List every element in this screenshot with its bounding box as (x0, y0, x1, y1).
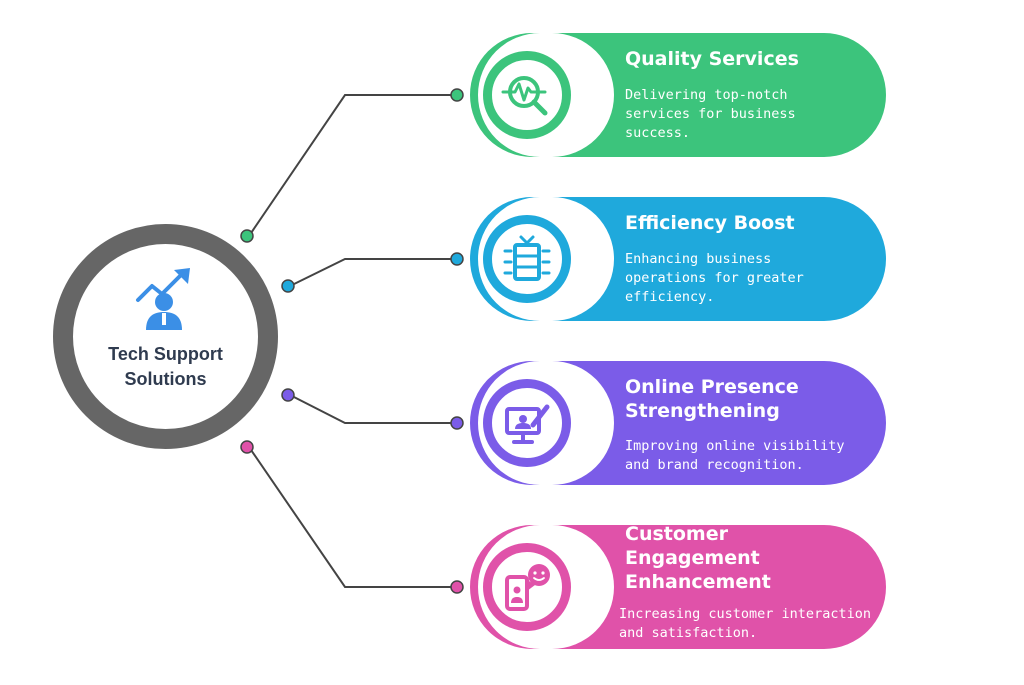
branch-title: Online Presence Strengthening (625, 376, 799, 422)
hub-ring (53, 224, 278, 449)
branch-efficiency-boost: Efficiency Boost Enhancing business oper… (470, 197, 886, 321)
branch-quality-services: Quality Services Delivering top-notch se… (470, 33, 886, 157)
branch-description: Improving online visibility and brand re… (625, 438, 845, 473)
branch-customer-engagement: Customer Engagement Enhancement Increasi… (470, 523, 886, 649)
branch-description: Increasing customer interaction and sati… (619, 606, 871, 641)
connector-dot-end (450, 580, 464, 594)
server-rack-icon (499, 231, 555, 287)
growth-chart-person-icon (134, 264, 198, 332)
connector-dot-end (450, 88, 464, 102)
branch-title: Quality Services (625, 48, 799, 70)
connector-dot-start (240, 440, 254, 454)
connector-customer-engagement (240, 440, 464, 594)
branch-title: Efficiency Boost (625, 212, 795, 234)
branch-description: Delivering top-notch services for busine… (625, 87, 796, 141)
connector-quality-services (240, 88, 464, 243)
hub-title: Tech Support Solutions (108, 344, 223, 389)
connector-dot-start (240, 229, 254, 243)
magnifier-pulse-icon (499, 67, 555, 123)
connector-dot-end (450, 416, 464, 430)
icon-disc (483, 215, 571, 303)
monitor-pen-icon (499, 395, 555, 451)
branch-title: Customer Engagement Enhancement (625, 523, 771, 593)
connector-online-presence (281, 388, 464, 430)
icon-disc (483, 543, 571, 631)
phone-chat-person-icon (499, 559, 555, 615)
connector-dot-end (450, 252, 464, 266)
connector-dot-start (281, 279, 295, 293)
connector-efficiency-boost (281, 252, 464, 293)
connector-dot-start (281, 388, 295, 402)
branch-online-presence: Online Presence Strengthening Improving … (470, 361, 886, 485)
branch-description: Enhancing business operations for greate… (625, 251, 804, 305)
icon-disc (483, 379, 571, 467)
